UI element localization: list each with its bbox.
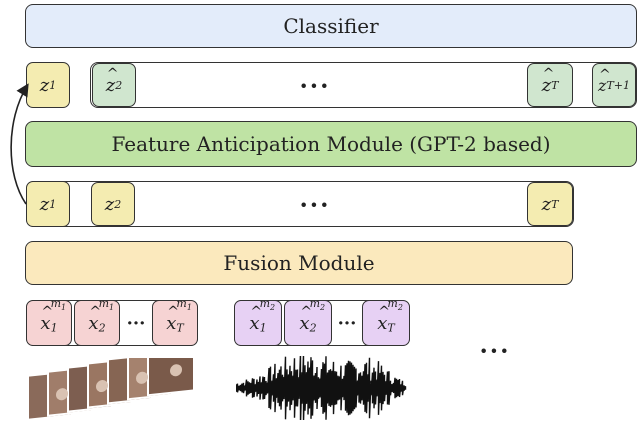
top-token-zhat2: z2	[92, 63, 136, 107]
mod2-ellipsis: ···	[337, 312, 357, 334]
classifier-block: Classifier	[25, 4, 637, 48]
mod2-token-T-supsub: 2	[397, 303, 403, 313]
top-token-zhatT-base: z	[542, 66, 555, 96]
mod1-token-1-sup: m	[50, 297, 62, 311]
mod2-token-1-base: x	[249, 304, 262, 334]
feature-anticipation-module: Feature Anticipation Module (GPT-2 based…	[25, 121, 637, 167]
mod2-token-1-sup: m	[259, 297, 271, 311]
mod2-token-2-supsub: 2	[320, 303, 326, 313]
mid-token-zT-sub: T	[551, 197, 559, 211]
mod2-token-2-base: x	[299, 304, 312, 334]
fusion-module: Fusion Module	[25, 241, 573, 285]
mod2-token-2-sub: 2	[309, 321, 317, 335]
more-modalities-ellipsis: ···	[479, 335, 511, 365]
mod1-token-2-sup: m	[98, 297, 110, 311]
mod1-token-2-sub: 2	[98, 321, 106, 335]
top-token-zhatT1-base: z	[598, 67, 611, 95]
mod1-token-T-sub: T	[176, 321, 184, 335]
mid-token-z2-base: z	[104, 193, 115, 215]
top-token-zhatT1-sub: T+1	[606, 78, 630, 92]
mod1-ellipsis: ···	[126, 312, 146, 334]
mod1-token-2-base: x	[88, 304, 101, 334]
mid-token-z1-sub: 1	[49, 197, 57, 211]
feature-anticipation-label: Feature Anticipation Module (GPT-2 based…	[111, 132, 551, 156]
mod2-token-T-sup: m	[387, 297, 398, 311]
fusion-label: Fusion Module	[223, 251, 375, 275]
mod1-token-1-supsub: 1	[61, 303, 67, 313]
mod1-token-T-sup: m	[176, 297, 187, 311]
mod1-token-1-sub: 1	[50, 321, 58, 335]
audio-waveform-icon	[236, 356, 407, 420]
top-token-zhatT1: zT+1	[592, 63, 636, 107]
mod1-token-T-supsub: 1	[186, 303, 192, 313]
mod1-token-2-supsub: 1	[109, 303, 115, 313]
mod1-token-T-base: x	[166, 304, 179, 334]
video-frames-icon	[27, 358, 195, 420]
mod2-token-T-sub: T	[387, 321, 395, 335]
top-token-zhatT-sub: T	[551, 78, 559, 92]
classifier-label: Classifier	[283, 14, 379, 38]
mid-token-z2-sub: 2	[114, 197, 122, 211]
mid-token-z1-base: z	[39, 193, 50, 215]
mod2-token-1-sub: 1	[259, 321, 267, 335]
mod2-token-T-base: x	[377, 304, 390, 334]
top-token-zhat2-sub: 2	[115, 78, 123, 92]
mod2-token-1-supsub: 2	[270, 303, 276, 313]
top-token-zhat2-base: z	[106, 66, 119, 96]
mid-row-ellipsis: ···	[299, 189, 331, 219]
top-row-ellipsis: ···	[299, 70, 331, 100]
top-token-z1-sub: 1	[49, 78, 57, 92]
top-token-zhatT: zT	[527, 63, 573, 107]
mod2-token-2-sup: m	[309, 297, 321, 311]
top-token-z1-base: z	[39, 74, 50, 96]
mid-token-zT-base: z	[541, 193, 552, 215]
mod1-token-1-base: x	[40, 304, 53, 334]
